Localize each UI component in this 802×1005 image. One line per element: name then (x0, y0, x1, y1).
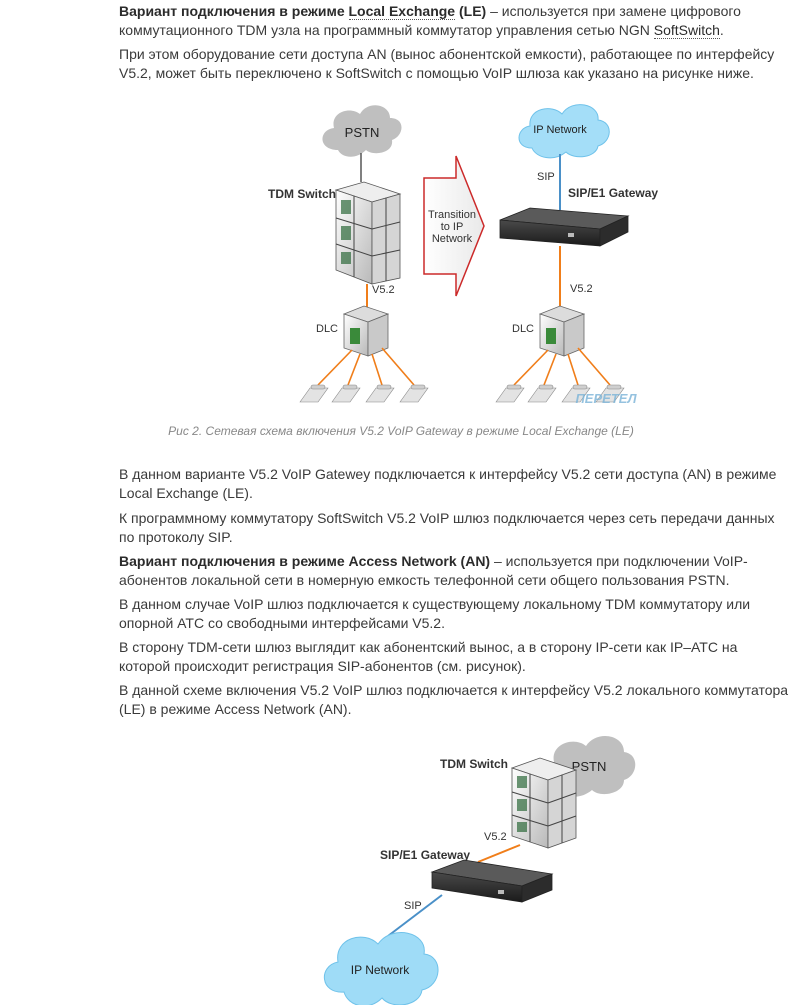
dlc-right-phone-lines (513, 347, 611, 386)
gateway-role-paragraph: В сторону TDM-сети шлюз выглядит как або… (119, 639, 738, 674)
softswitch-sip-paragraph: К программному коммутатору SoftSwitch V5… (119, 510, 775, 545)
v52-label-2: V5.2 (484, 831, 507, 843)
phone-icon (365, 384, 395, 403)
tdm-switch-label: TDM Switch (268, 187, 336, 201)
pstn-label: PSTN (345, 125, 380, 140)
tdm-switch-icon (334, 181, 402, 285)
tdm-switch-icon-2 (510, 757, 578, 849)
phone-icon (399, 384, 429, 403)
figure-le-diagram: PSTN TDM Switch V5.2 DLC (268, 104, 658, 406)
sip-link-2 (387, 894, 443, 937)
ip-network-cloud: IP Network (518, 104, 610, 159)
an-mode-paragraph: Вариант подключения в режиме Access Netw… (119, 552, 789, 590)
gateway-device-icon-2 (430, 859, 554, 903)
v52-left-label: V5.2 (372, 284, 395, 296)
phone-icon (561, 384, 591, 403)
v52-link-2 (477, 844, 521, 863)
an-equipment-paragraph: При этом оборудование сети доступа AN (в… (119, 46, 775, 81)
phone-icon (331, 384, 361, 403)
phone-icon (495, 384, 525, 403)
tdm-connection-paragraph: В данном случае VoIP шлюз подключается к… (119, 596, 751, 631)
an-mode-heading: Вариант подключения в режиме Access Netw… (119, 553, 491, 569)
transition-arrow-icon: Transition to IP Network (423, 155, 485, 297)
dlc-left-phone-lines (317, 347, 415, 386)
period: . (719, 22, 724, 38)
dlc-right-icon (538, 305, 586, 357)
an-scheme-paragraph: В данной схеме включения V5.2 VoIP шлюз … (119, 682, 789, 717)
gateway-label: SIP/E1 Gateway (568, 186, 658, 200)
pstn-label-2: PSTN (572, 759, 607, 774)
tdm-switch-label-2: TDM Switch (440, 757, 508, 771)
le-mode-heading: Вариант подключения в режиме (119, 3, 349, 19)
phone-icon (299, 384, 329, 403)
phone-icon (527, 384, 557, 403)
ip-network-label-2: IP Network (351, 963, 410, 977)
transition-line-2: to IP (441, 221, 464, 233)
transition-line-3: Network (432, 233, 473, 245)
intro-le-paragraph: Вариант подключения в режиме Local Excha… (119, 2, 789, 40)
figure-an-diagram: PSTN TDM Switch V5.2 SIP/E1 Gateway SIP … (323, 735, 636, 1005)
watermark-logo: ПЕРЕТЕЛ (575, 391, 637, 406)
le-variant-paragraph: В данном варианте V5.2 VoIP Gatewey подк… (119, 466, 777, 501)
le-suffix: (LE) (455, 3, 487, 19)
dlc-left-icon (342, 305, 390, 357)
le-description: – используется при замене цифрового комм… (119, 3, 741, 38)
ip-network-cloud-2: IP Network (323, 932, 439, 1005)
transition-line-1: Transition (428, 209, 476, 221)
gateway-device-icon (499, 207, 630, 247)
local-exchange-link[interactable]: Local Exchange (348, 3, 456, 20)
pstn-cloud: PSTN (322, 105, 402, 157)
dlc-left-label: DLC (316, 323, 338, 335)
sip-label-2: SIP (404, 900, 422, 912)
softswitch-link[interactable]: SoftSwitch (653, 22, 720, 39)
gateway-label-2: SIP/E1 Gateway (380, 848, 470, 862)
dlc-right-label: DLC (512, 323, 534, 335)
figure-1-caption: Рис 2. Сетевая схема включения V5.2 VoIP… (168, 424, 634, 438)
v52-right-label: V5.2 (570, 283, 593, 295)
phone-icon (595, 384, 625, 403)
ip-network-label: IP Network (533, 124, 587, 136)
an-mode-description: – используется при подключении VoIP-абон… (119, 553, 748, 588)
sip-label: SIP (537, 171, 555, 183)
